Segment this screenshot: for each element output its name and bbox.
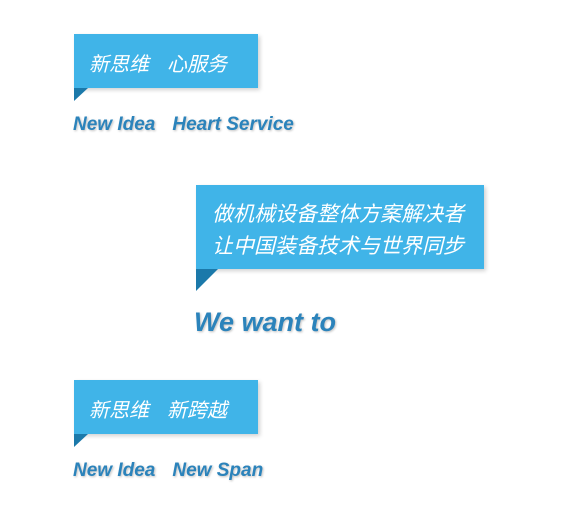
bubble-text: 新思维心服务 bbox=[89, 48, 258, 77]
bubble-tail-icon bbox=[74, 434, 88, 447]
bubble-text-a: 新思维 bbox=[89, 52, 149, 76]
bubble-line-1: 做机械设备整体方案解决者 bbox=[212, 202, 464, 226]
bubble-tail-icon bbox=[196, 269, 218, 291]
english-caption-3: New Idea New Span bbox=[73, 460, 263, 482]
bubble-text-a: 新思维 bbox=[89, 398, 149, 422]
bubble-line-2: 让中国装备技术与世界同步 bbox=[212, 234, 464, 258]
bubble-text-b: 新跨越 bbox=[167, 398, 227, 422]
bubble-tail-icon bbox=[74, 88, 88, 101]
caption-part-b: New Span bbox=[172, 460, 264, 481]
bubble-text-b: 心服务 bbox=[167, 52, 227, 76]
bubble-text: 新思维新跨越 bbox=[89, 394, 258, 423]
caption-part-a: New Idea bbox=[73, 114, 156, 135]
english-caption-1: New Idea Heart Service bbox=[73, 114, 294, 136]
speech-bubble-new-thinking-new-leap: 新思维新跨越 bbox=[74, 380, 258, 447]
english-caption-2: We want to bbox=[194, 307, 337, 337]
speech-bubble-new-thinking-heart-service: 新思维心服务 bbox=[74, 34, 258, 101]
speech-bubble-mission: 做机械设备整体方案解决者 让中国装备技术与世界同步 bbox=[196, 185, 484, 291]
caption-part-a: New Idea bbox=[73, 460, 156, 481]
caption-part-b: Heart Service bbox=[172, 114, 294, 135]
